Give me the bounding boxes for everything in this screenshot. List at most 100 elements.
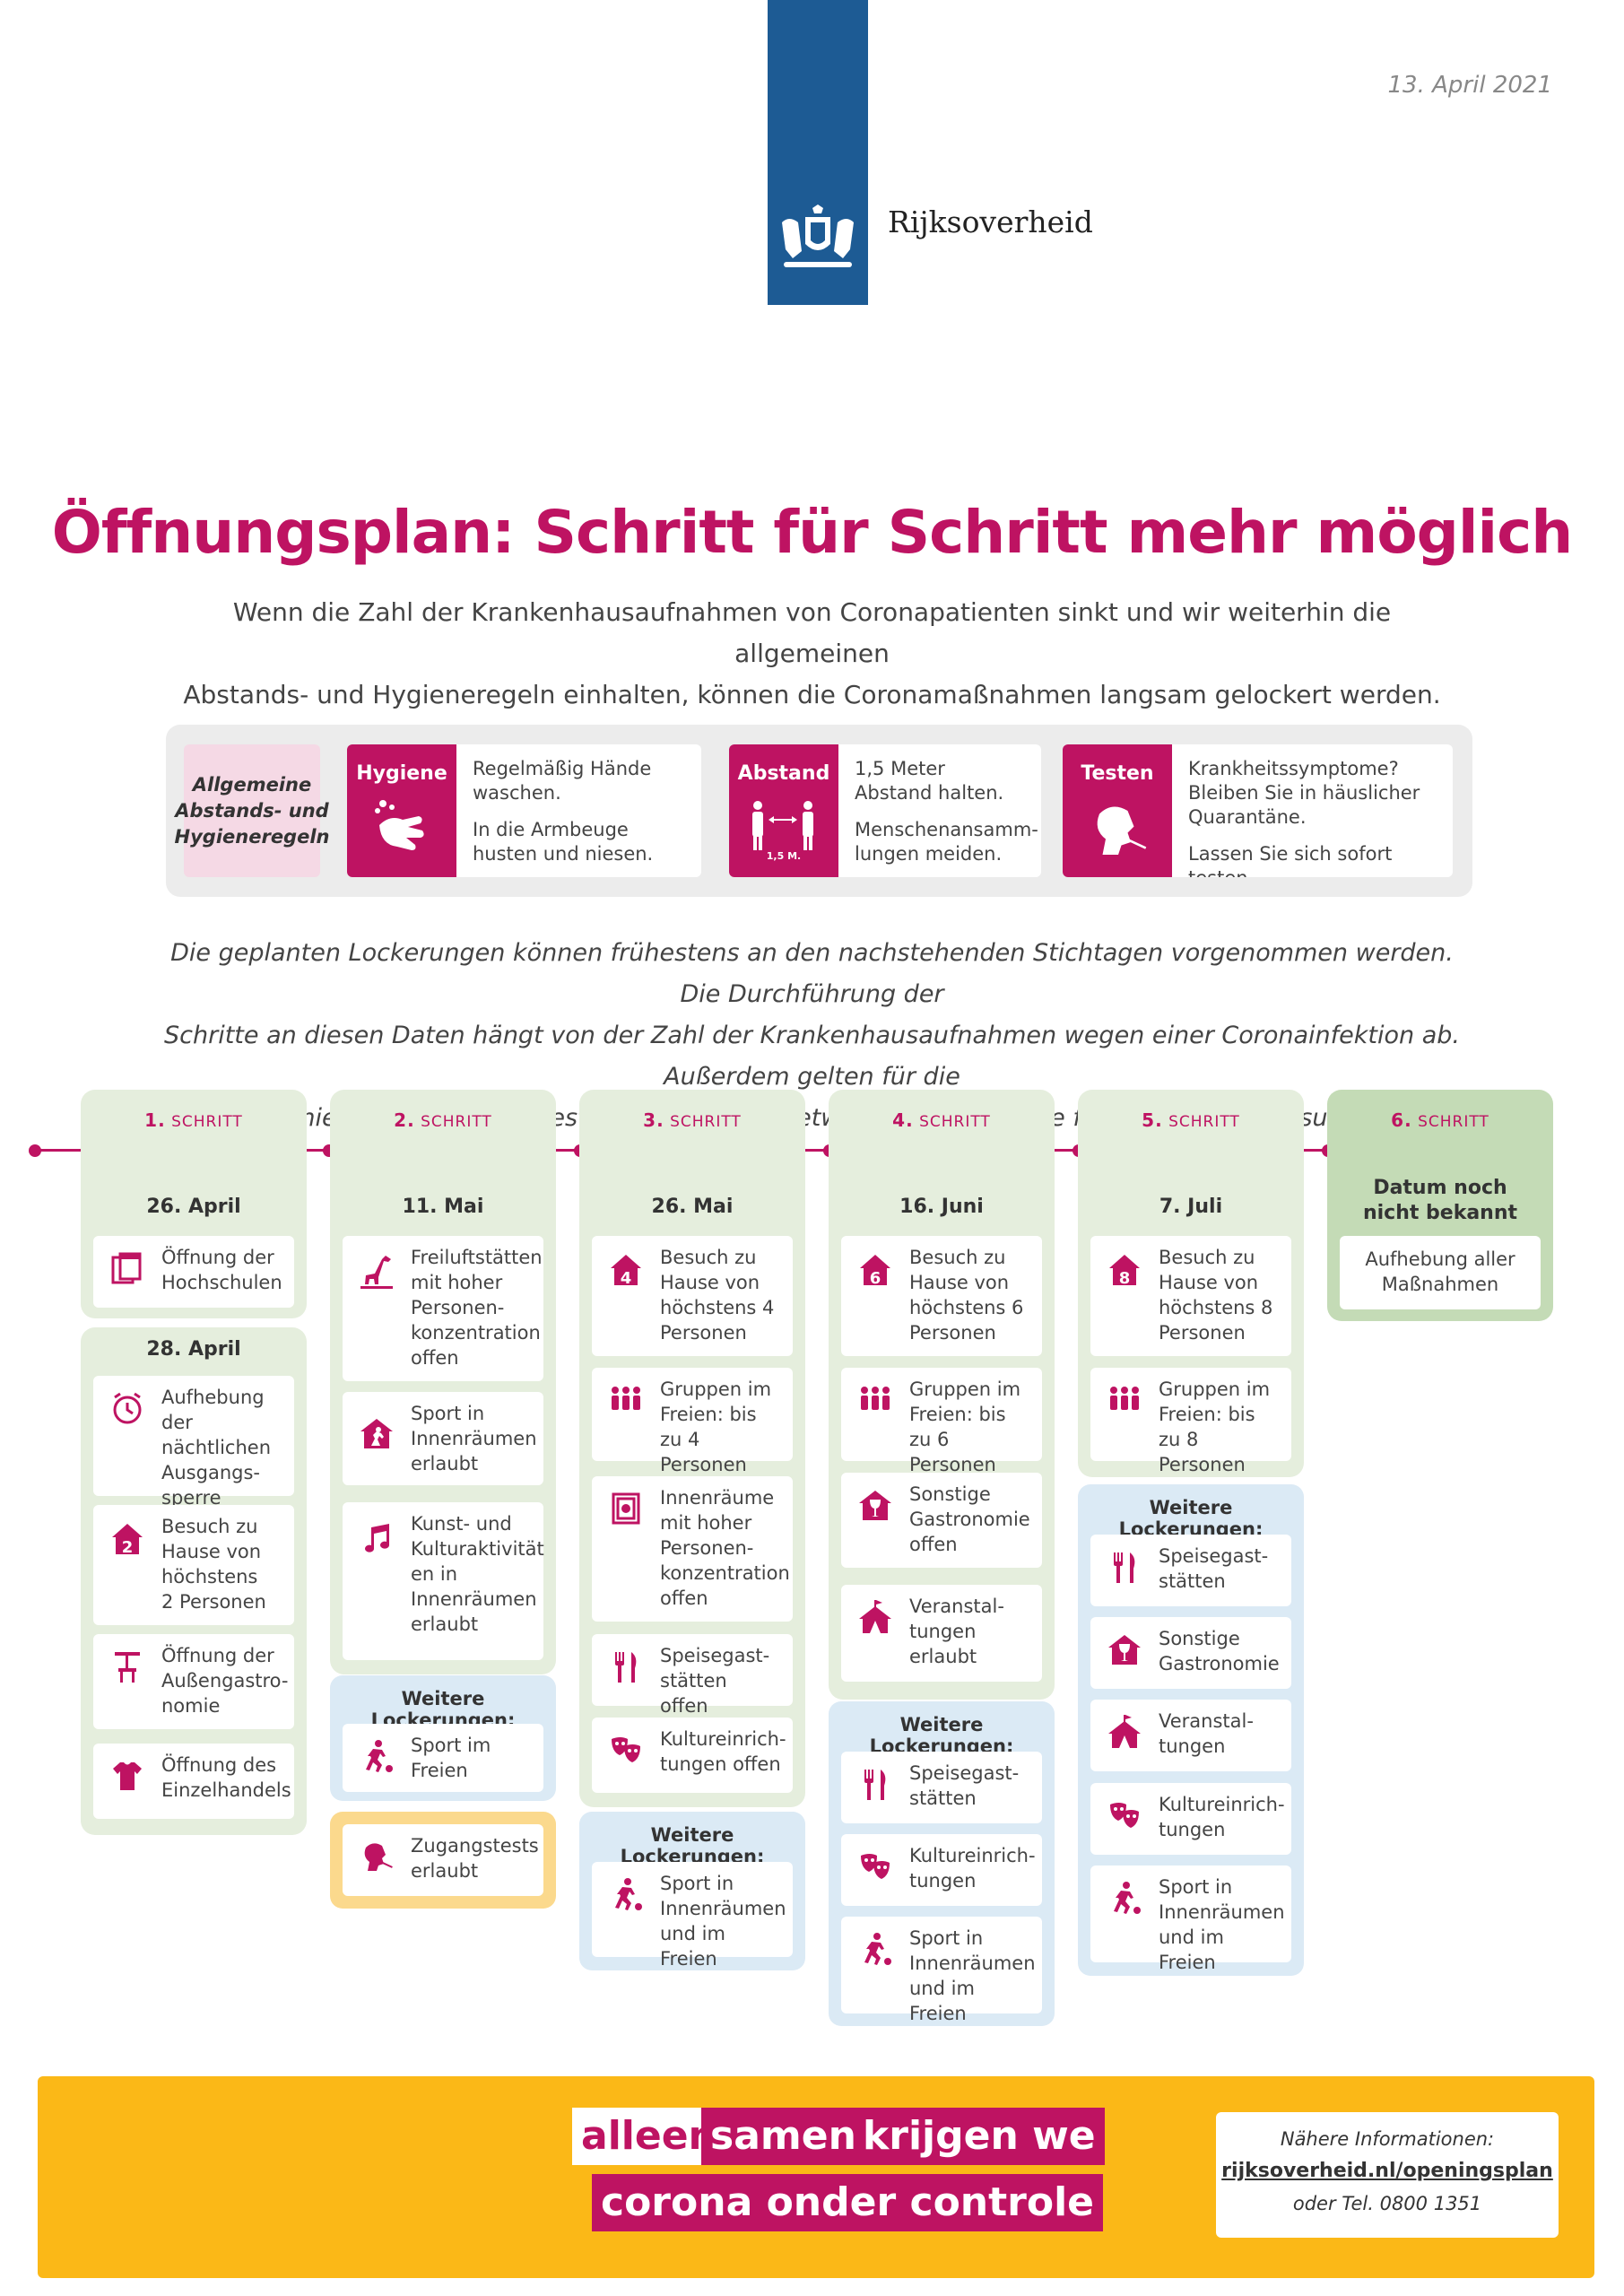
step-card-text: Sport in Innenräumen und im Freien: [909, 1927, 1036, 2024]
step-card: Freiluftstätten mit hoher Personen-konze…: [343, 1236, 543, 1381]
step-card-text: Öffnung der Außengastro-nomie: [161, 1645, 289, 1717]
step-word: SCHRITT: [1418, 1113, 1489, 1131]
intro-line: Wenn die Zahl der Krankenhausaufnahmen v…: [232, 597, 1392, 668]
step-card: Aufhebung aller Maßnahmen: [1340, 1236, 1541, 1309]
step-4-column: 4. SCHRITT 16. Juni 6 Besuch zu Hause vo…: [829, 1090, 1055, 1700]
university-icon: [109, 1250, 145, 1286]
step-card-text: Öffnung der Hochschulen: [161, 1247, 282, 1293]
step-number: 6.: [1391, 1109, 1412, 1131]
step-card-text: Sonstige Gastronomie: [1159, 1628, 1280, 1674]
hygiene-text: Regelmäßig Hände waschen. In die Armbeug…: [473, 757, 679, 877]
step-card-text: Veranstal-tungen erlaubt: [909, 1596, 1004, 1667]
step-card-text: Sport in Innenräumen und im Freien: [1159, 1876, 1285, 1973]
sport-hall-icon: [359, 1415, 395, 1451]
weitere-title: Weitere Lockerungen:: [620, 1824, 765, 1867]
runner-icon: [857, 1931, 893, 1967]
distance-icon-text: 1,5 M.: [766, 850, 802, 862]
group-icon: [857, 1382, 893, 1418]
step-3-heading: 3. SCHRITT: [579, 1109, 805, 1131]
step-card-text: Gruppen im Freien: bis zu 6 Personen: [909, 1378, 1021, 1475]
step-card-text: Innenräume mit hoher Personen-konzentrat…: [660, 1487, 790, 1609]
step-2-date: 11. Mai: [402, 1196, 484, 1218]
step-card: 8 Besuch zu Hause von höchstens 8 Person…: [1090, 1236, 1291, 1356]
alarm-clock-icon: [109, 1390, 145, 1426]
brand-name: Rijksoverheid: [888, 204, 1093, 239]
page-title: Öffnungsplan: Schritt für Schritt mehr m…: [51, 498, 1574, 567]
step-card: Sonstige Gastronomie: [1090, 1617, 1291, 1689]
logo-bar: [768, 0, 868, 305]
step-card: Öffnung des Einzelhandels: [93, 1744, 294, 1819]
step-card: Speisegast-stätten: [1090, 1535, 1291, 1606]
hygiene-line: In die Armbeuge husten und niesen.: [473, 819, 654, 865]
step-card: Gruppen im Freien: bis zu 4 Personen: [592, 1368, 793, 1475]
step-2-heading: 2. SCHRITT: [330, 1109, 556, 1131]
step-1-date: 26. April: [146, 1196, 241, 1218]
slogan-word: alleen: [572, 2108, 725, 2165]
step-5-heading: 5. SCHRITT: [1078, 1109, 1304, 1131]
step-card: Sport in Innenräumen und im Freien: [1090, 1866, 1291, 1973]
step-2-weitere-section: Weitere Lockerungen: Sport im Freien: [330, 1675, 556, 1801]
step-4-date: 16. Juni: [899, 1196, 984, 1218]
step-number: 2.: [394, 1109, 415, 1131]
abstand-card: Abstand 1,5 M. 1,5 Meter Abstand halten.…: [729, 744, 1041, 877]
abstand-label: Abstand: [737, 762, 830, 785]
step-word: SCHRITT: [421, 1113, 492, 1131]
runner-icon: [1107, 1880, 1142, 1916]
step-card-text: Zugangstests erlaubt: [411, 1835, 539, 1882]
terrace-icon: [109, 1648, 145, 1684]
theater-masks-icon: [1107, 1797, 1142, 1833]
step-3-weitere-section: Weitere Lockerungen: Sport in Innenräume…: [579, 1812, 805, 1970]
step-card: Öffnung der Außengastro-nomie: [93, 1634, 294, 1729]
step-card: Sport im Freien: [343, 1724, 543, 1792]
testen-card: Testen Krankheitssymptome? Bleiben Sie i…: [1063, 744, 1453, 877]
runner-icon: [359, 1738, 395, 1774]
rules-heading: Allgemeine Abstands- und Hygieneregeln: [175, 744, 329, 877]
stichtage-line: Schritte an diesen Daten hängt von der Z…: [164, 1022, 1460, 1091]
house-badge: 2: [121, 1538, 134, 1557]
slogan-word: corona onder controle: [592, 2174, 1103, 2231]
hygiene-line: Regelmäßig Hände waschen.: [473, 758, 652, 804]
step-card-text: Aufhebung aller Maßnahmen: [1365, 1248, 1515, 1295]
music-note-icon: [359, 1520, 395, 1556]
step-2-column: 2. SCHRITT 11. Mai Freiluftstätten mit h…: [330, 1090, 556, 1674]
intro-text: Wenn die Zahl der Krankenhausaufnahmen v…: [161, 592, 1463, 716]
step-card: Kultureinrich-tungen: [1090, 1783, 1291, 1855]
step-5-column: 5. SCHRITT 7. Juli 8 Besuch zu Hause von…: [1078, 1090, 1304, 1477]
abstand-text: 1,5 Meter Abstand halten. Menschenansamm…: [855, 757, 1038, 877]
handwash-icon: [375, 800, 424, 850]
step-card: Sonstige Gastronomie offen: [841, 1473, 1042, 1568]
weitere-title: Weitere Lockerungen:: [869, 1714, 1014, 1757]
step-card-text: Sport in Innenräumen und im Freien: [660, 1873, 786, 1970]
weitere-title: Weitere Lockerungen:: [1118, 1497, 1264, 1540]
step-card: Aufhebung der nächtlichen Ausgangs-sperr…: [93, 1376, 294, 1509]
step-card-text: Sport in Innenräumen erlaubt: [411, 1403, 537, 1474]
abstand-panel: Abstand 1,5 M.: [729, 744, 838, 877]
step-card-text: Veranstal-tungen: [1159, 1710, 1254, 1757]
hygiene-card: Hygiene Regelmäßig Hände waschen. In die…: [347, 744, 701, 877]
info-link[interactable]: rijksoverheid.nl/openingsplan: [1221, 2160, 1553, 2182]
circus-tent-icon: [1107, 1714, 1142, 1750]
info-box: Nähere Informationen: rijksoverheid.nl/o…: [1216, 2112, 1559, 2238]
step-card: Kunst- und Kulturaktivität en in Innenrä…: [343, 1502, 544, 1660]
abstand-line: 1,5 Meter Abstand halten.: [855, 758, 1004, 804]
step-5-date: 7. Juli: [1159, 1196, 1223, 1218]
step-4-weitere-section: Weitere Lockerungen: Speisegast-stätten …: [829, 1701, 1055, 2026]
step-card: Sport in Innenräumen erlaubt: [343, 1392, 543, 1485]
step-1-sub-date: 28. April: [146, 1338, 241, 1361]
step-card-text: Aufhebung der nächtlichen Ausgangs-sperr…: [161, 1387, 272, 1509]
step-number: 5.: [1142, 1109, 1163, 1131]
step-card-text: Kultureinrich-tungen: [1159, 1794, 1285, 1840]
cutlery-icon: [857, 1766, 893, 1802]
testen-label: Testen: [1081, 762, 1154, 785]
testen-line: Lassen Sie sich sofort testen.: [1188, 843, 1393, 877]
testen-line: Krankheitssymptome? Bleiben Sie in häusl…: [1188, 758, 1420, 828]
step-card-text: Kultureinrich-tungen offen: [660, 1728, 786, 1775]
step-card: Zugangstests erlaubt: [343, 1824, 543, 1896]
house-badge: 8: [1118, 1269, 1131, 1288]
step-card-text: Besuch zu Hause von höchstens 8 Personen: [1159, 1247, 1273, 1344]
gastronomy-house-icon: [1107, 1631, 1142, 1667]
step-2-extra-section: Zugangstests erlaubt: [330, 1812, 556, 1909]
step-card-text: Besuch zu Hause von höchstens 6 Personen: [909, 1247, 1024, 1344]
stichtage-line: Die geplanten Lockerungen können frühest…: [170, 939, 1454, 1008]
step-card: 4 Besuch zu Hause von höchstens 4 Person…: [592, 1236, 793, 1356]
